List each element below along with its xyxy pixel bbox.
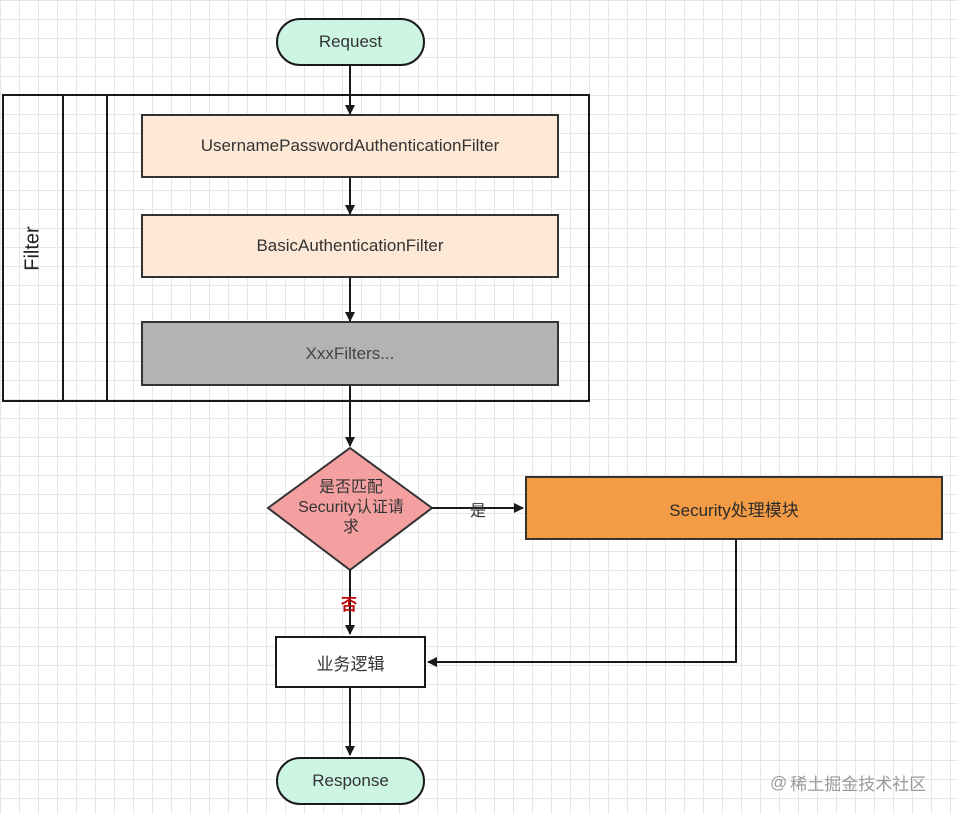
request-label: Request xyxy=(318,32,383,51)
basic-auth-filter-label: BasicAuthenticationFilter xyxy=(256,236,444,255)
business-logic: 业务逻辑 xyxy=(275,636,426,688)
username-password-filter-label: UsernamePasswordAuthenticationFilter xyxy=(200,136,500,155)
no-edge-label: 否 xyxy=(341,591,357,615)
filter-container xyxy=(2,94,590,402)
response-terminal: Response xyxy=(276,757,425,805)
xxx-filters-label: XxxFilters... xyxy=(305,343,395,363)
filter-container-title: Filter xyxy=(4,96,62,400)
security-module: Security处理模块 xyxy=(525,476,943,540)
business-logic-label: 业务逻辑 xyxy=(316,654,385,674)
filter-container-title-label: Filter xyxy=(21,225,44,271)
filter-container-inner-lane xyxy=(62,94,108,402)
at-icon: @ xyxy=(770,772,788,792)
no-edge-label-text: 否 xyxy=(341,597,358,614)
yes-edge-label-text: 是 xyxy=(470,503,487,520)
decision-label: 是否匹配Security认证请求 xyxy=(298,479,404,536)
response-label: Response xyxy=(312,771,389,790)
username-password-filter: UsernamePasswordAuthenticationFilter xyxy=(141,114,559,178)
watermark-text: 稀土掘金技术社区 xyxy=(790,775,927,794)
watermark: @ 稀土掘金技术社区 xyxy=(770,770,926,795)
xxx-filters: XxxFilters... xyxy=(141,321,559,386)
decision-label-container: 是否匹配Security认证请求 xyxy=(276,468,426,548)
edge-security-to-business xyxy=(427,540,737,667)
security-module-label: Security处理模块 xyxy=(669,500,799,520)
yes-edge-label: 是 xyxy=(470,497,486,521)
request-terminal: Request xyxy=(276,18,425,66)
basic-auth-filter: BasicAuthenticationFilter xyxy=(141,214,559,278)
